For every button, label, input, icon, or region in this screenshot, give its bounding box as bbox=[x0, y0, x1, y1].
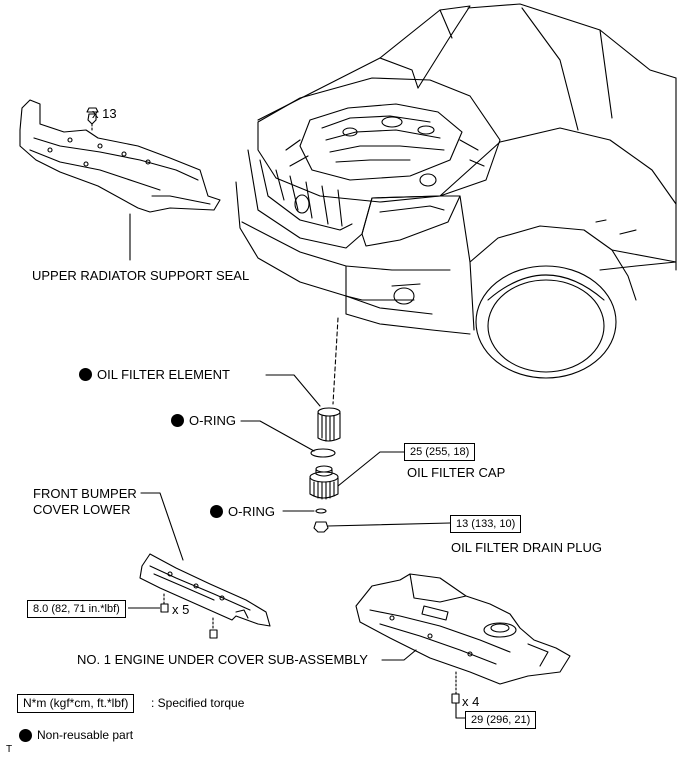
upper-radiator-support-seal-label: UPPER RADIATOR SUPPORT SEAL bbox=[32, 268, 250, 283]
engine-under-cover-part bbox=[355, 573, 571, 719]
seal-clip-quantity: x 13 bbox=[92, 106, 117, 121]
non-reusable-marker-o-ring-2 bbox=[210, 505, 223, 518]
legend-torque-description: : Specified torque bbox=[151, 696, 245, 710]
oil-filter-cap-torque-box: 25 (255, 18) bbox=[404, 443, 476, 461]
legend-non-reusable-dot bbox=[19, 729, 32, 742]
oil-filter-cap-label: OIL FILTER CAP bbox=[407, 465, 506, 480]
bumper-bolt-quantity: x 5 bbox=[172, 602, 190, 617]
o-ring-2-label: O-RING bbox=[228, 504, 275, 519]
oil-filter-drain-plug-part bbox=[313, 521, 451, 533]
oil-filter-drain-plug-label: OIL FILTER DRAIN PLUG bbox=[451, 540, 602, 555]
drain-plug-torque-box: 13 (133, 10) bbox=[450, 515, 522, 533]
non-reusable-marker-o-ring-1 bbox=[171, 414, 184, 427]
front-bumper-cover-lower-part bbox=[139, 492, 271, 639]
oil-filter-element-part bbox=[265, 374, 341, 442]
o-ring-2-part bbox=[315, 508, 327, 514]
install-dashed-line bbox=[332, 317, 339, 405]
o-ring-1-leader bbox=[240, 420, 315, 452]
under-cover-bolt-quantity: x 4 bbox=[462, 694, 480, 709]
front-bumper-cover-lower-label-line1: FRONT BUMPER bbox=[33, 486, 137, 501]
oil-filter-element-label: OIL FILTER ELEMENT bbox=[97, 367, 230, 382]
oil-filter-cap-part bbox=[309, 451, 405, 500]
non-reusable-marker-oil-filter-element bbox=[79, 368, 92, 381]
engine-under-cover-label: NO. 1 ENGINE UNDER COVER SUB-ASSEMBLY bbox=[77, 652, 368, 667]
vehicle-illustration bbox=[235, 3, 677, 379]
legend-torque-box: N*m (kgf*cm, ft.*lbf) bbox=[17, 694, 135, 713]
corner-mark: T bbox=[6, 744, 13, 755]
front-bumper-cover-lower-label-line2: COVER LOWER bbox=[33, 502, 131, 517]
legend-non-reusable-label: Non-reusable part bbox=[37, 728, 134, 742]
upper-radiator-support-seal-part bbox=[19, 99, 221, 261]
bumper-cover-torque-box: 8.0 (82, 71 in.*lbf) bbox=[27, 600, 126, 618]
under-cover-torque-box: 29 (296, 21) bbox=[465, 711, 537, 729]
o-ring-1-part bbox=[310, 448, 336, 458]
o-ring-1-label: O-RING bbox=[189, 413, 236, 428]
